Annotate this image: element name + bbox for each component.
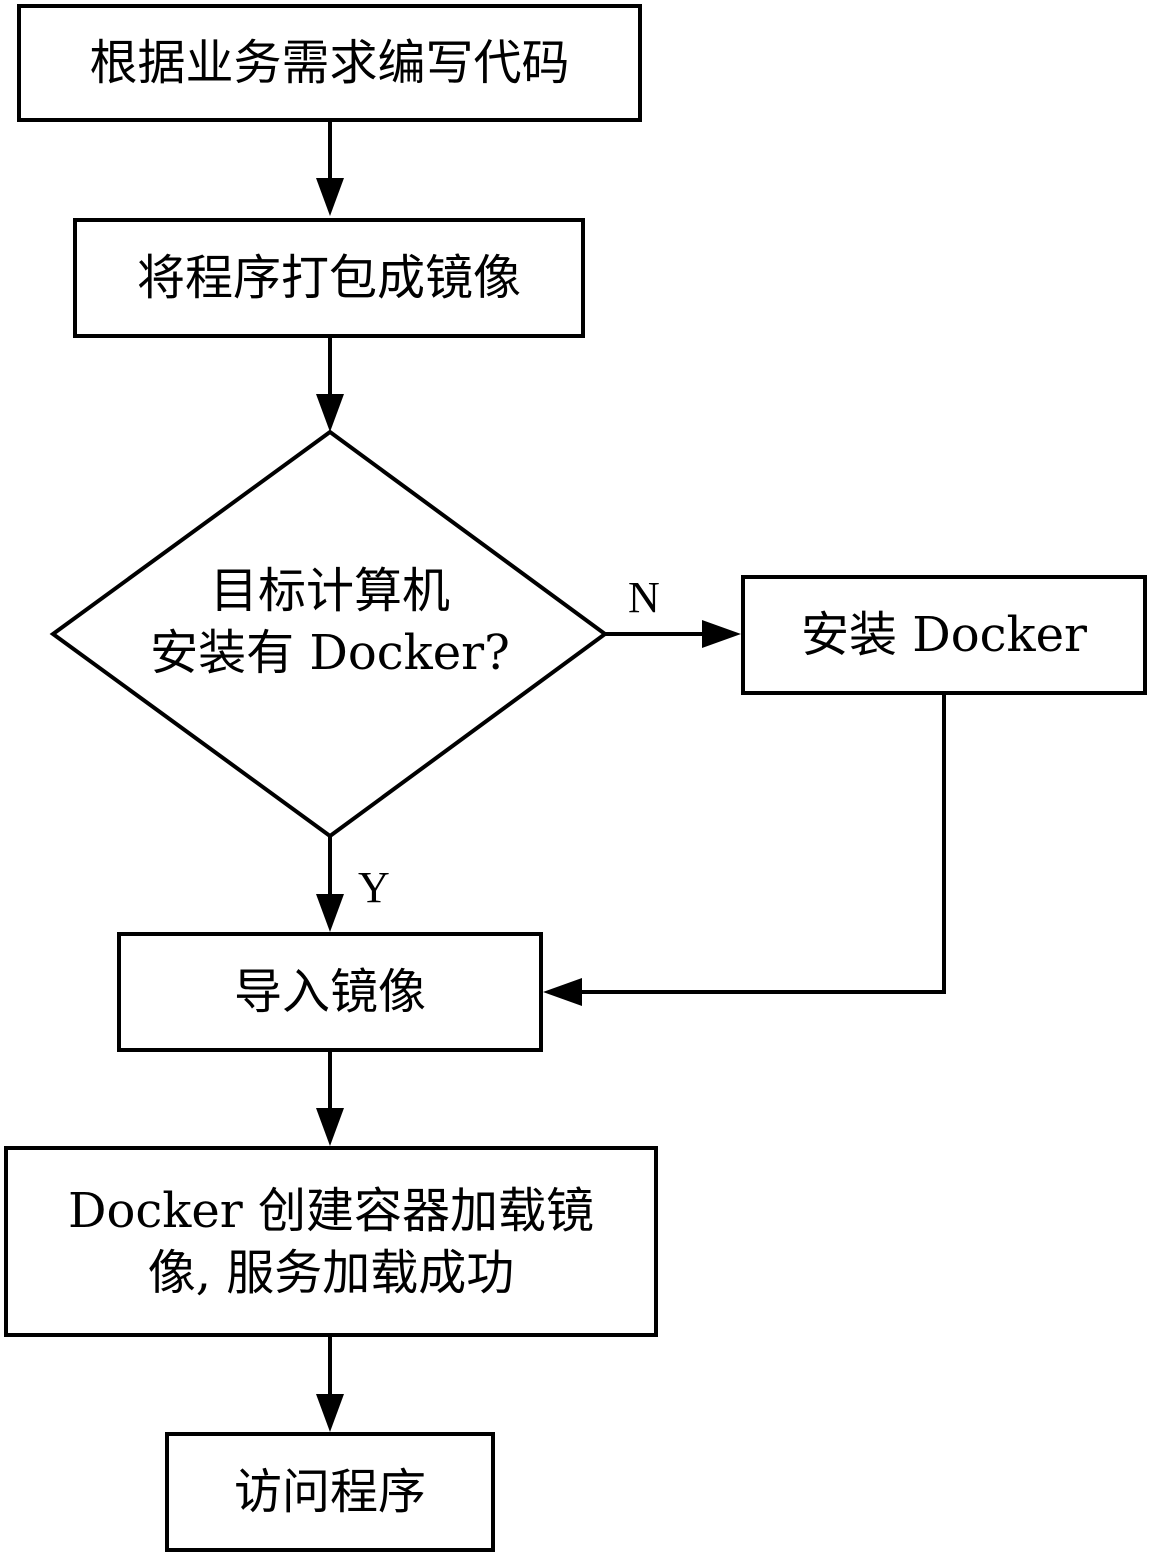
step-write-code: 根据业务需求编写代码 bbox=[17, 4, 642, 122]
connector-install-to-import bbox=[580, 695, 946, 994]
step-package-image: 将程序打包成镜像 bbox=[73, 218, 585, 338]
arrow-head-install bbox=[543, 978, 582, 1006]
step-access-program: 访问程序 bbox=[165, 1432, 495, 1552]
step-write-code-label: 根据业务需求编写代码 bbox=[89, 35, 570, 91]
step-install-docker: 安装 Docker bbox=[741, 575, 1147, 695]
arrow-head-1 bbox=[316, 178, 344, 216]
step-import-image: 导入镜像 bbox=[117, 932, 543, 1052]
step-import-image-label: 导入镜像 bbox=[233, 964, 426, 1020]
step-create-container-line-2: 像, 服务加载成功 bbox=[147, 1244, 515, 1301]
arrow-head-4 bbox=[316, 1394, 344, 1432]
arrow-head-2 bbox=[316, 394, 344, 432]
step-access-program-label: 访问程序 bbox=[233, 1464, 426, 1520]
step-create-container-line-1: Docker 创建容器加载镜 bbox=[68, 1182, 594, 1239]
step-install-docker-label: 安装 Docker bbox=[801, 607, 1087, 663]
branch-label-no: N bbox=[628, 573, 660, 622]
decision-question: 目标计算机 安装有 Docker? bbox=[110, 560, 550, 684]
branch-label-yes: Y bbox=[358, 863, 390, 912]
arrow-head-yes bbox=[316, 894, 344, 932]
arrow-head-no bbox=[702, 620, 741, 648]
arrow-head-3 bbox=[316, 1108, 344, 1146]
decision-question-line-2: 安装有 Docker? bbox=[150, 625, 510, 681]
decision-question-line-1: 目标计算机 bbox=[209, 563, 450, 619]
step-create-container: Docker 创建容器加载镜 像, 服务加载成功 bbox=[4, 1146, 658, 1337]
step-package-image-label: 将程序打包成镜像 bbox=[136, 250, 521, 306]
